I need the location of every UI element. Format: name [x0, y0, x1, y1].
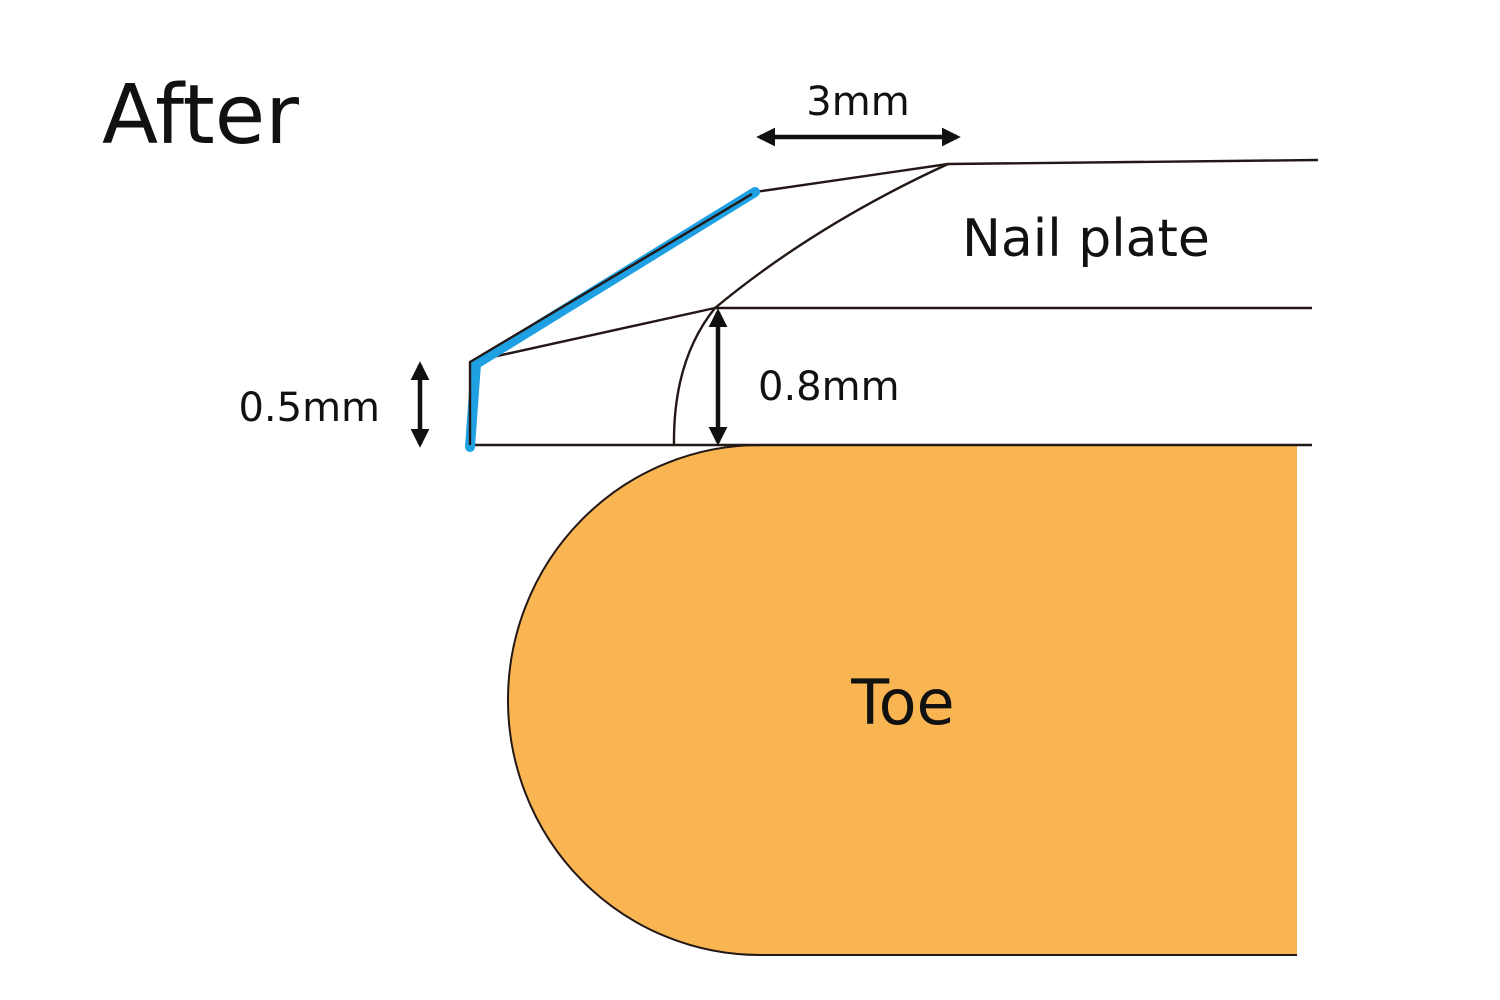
toe-shape — [508, 445, 1297, 955]
nail-structure — [469, 158, 1319, 447]
cut-highlight — [465, 187, 760, 452]
dimension-label-0-5mm: 0.5mm — [238, 385, 380, 431]
dimension-label-0-8mm: 0.8mm — [758, 364, 900, 410]
cut-edge-line — [468, 192, 753, 445]
page-title: After — [102, 68, 299, 163]
toe-label: Toe — [850, 666, 954, 739]
dimension-label-3mm: 3mm — [806, 79, 909, 125]
nail-edge-slope — [469, 306, 716, 364]
nail-plate-label: Nail plate — [962, 209, 1210, 269]
nail-bevel-curve — [714, 162, 949, 309]
nail-top-surface — [754, 158, 1319, 194]
nail-inner-curve — [672, 307, 716, 446]
toe-outline — [507, 444, 1297, 956]
